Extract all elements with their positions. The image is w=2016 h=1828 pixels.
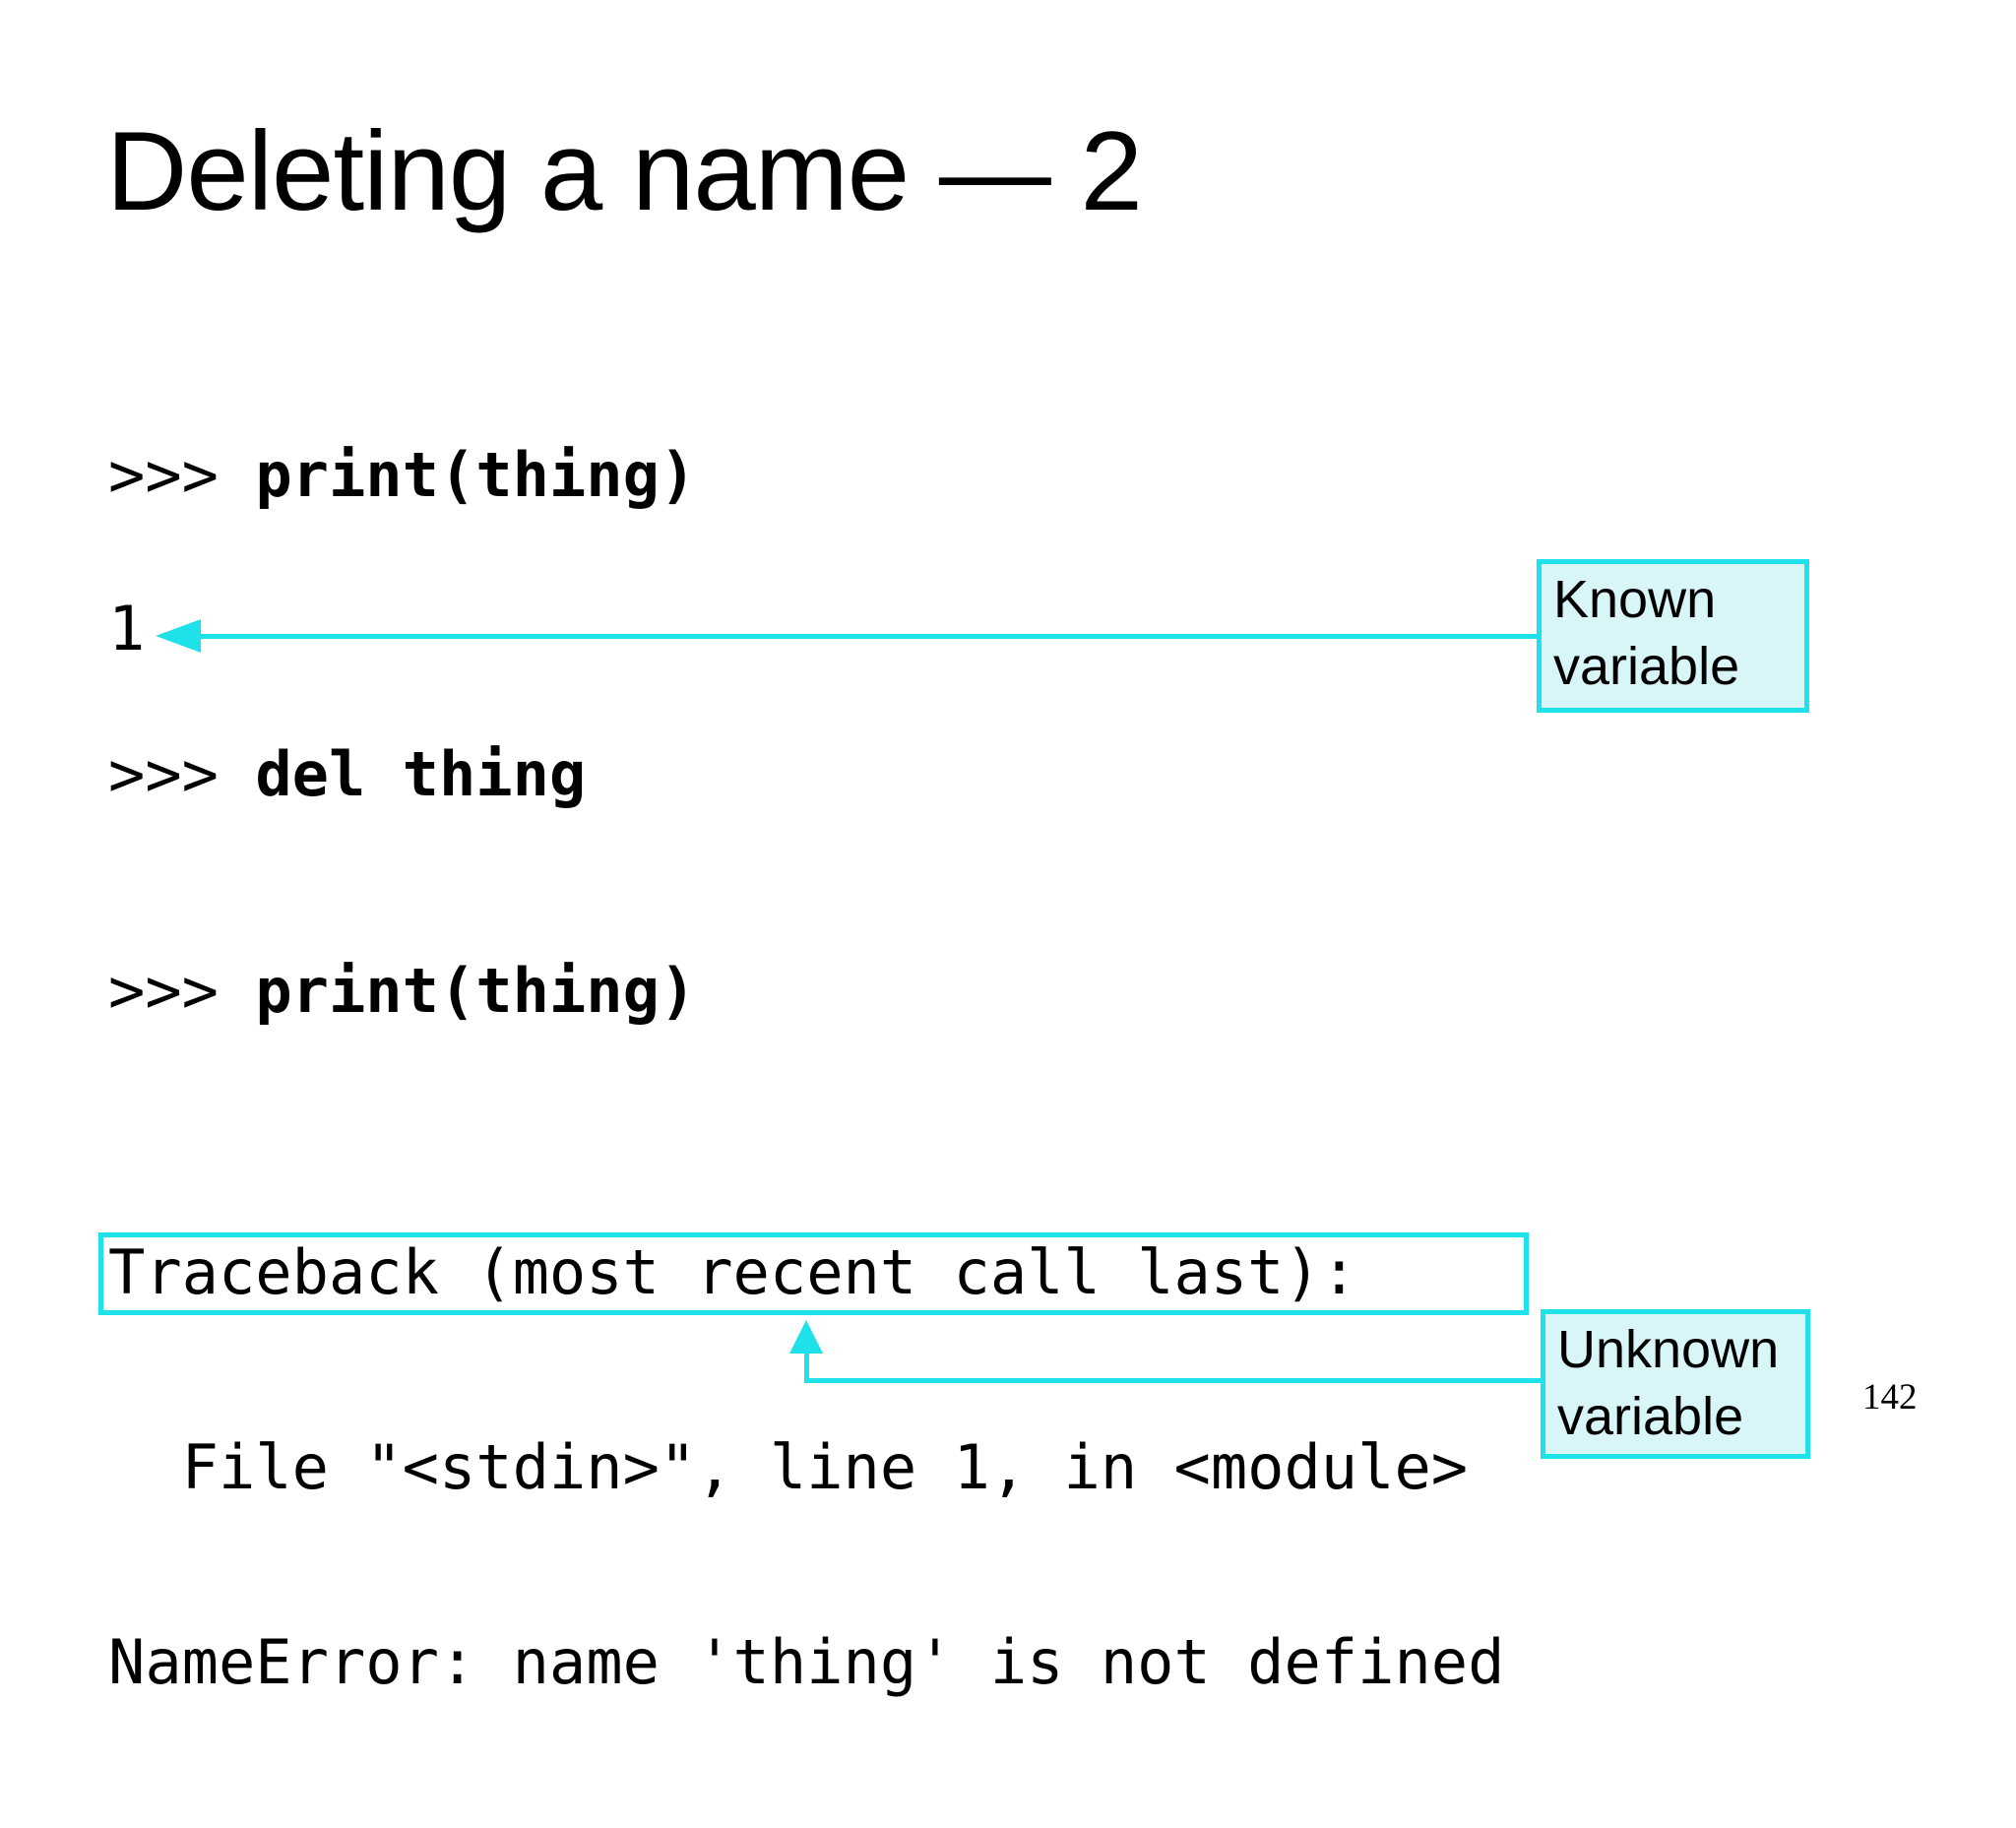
page-number: 142 [1862,1377,1918,1418]
unknown-arrow-horizontal-line [804,1378,1541,1383]
slide: Deleting a name — 2 >>> print(thing) 1 K… [98,109,1918,1695]
repl-prompt: >>> [108,439,256,511]
known-variable-label-line2: variable [1553,637,1740,696]
unknown-arrow-vertical-line [804,1351,809,1383]
arrow-left-icon [156,619,201,653]
print-command-2: print(thing) [255,955,697,1027]
code-line-print-2: >>> print(thing) [108,961,696,1022]
arrow-up-icon [789,1320,823,1354]
code-line-print-1: >>> print(thing) [108,445,696,506]
traceback-block: Traceback (most recent call last): File … [108,1110,1504,1825]
known-variable-label-line1: Known [1553,570,1717,629]
output-value: 1 [108,593,146,664]
known-variable-box: Known variable [1537,559,1809,713]
page-title: Deleting a name — 2 [106,109,1143,234]
traceback-line-3: NameError: name 'thing' is not defined [108,1626,1505,1698]
code-line-del: >>> del thing [108,744,586,805]
unknown-variable-label-line1: Unknown [1557,1320,1780,1379]
unknown-variable-label-line2: variable [1557,1387,1744,1446]
del-command: del thing [255,738,587,810]
repl-prompt: >>> [108,955,256,1027]
known-arrow-line [195,634,1540,639]
traceback-line-2: File "<stdin>", line 1, in <module> [108,1431,1469,1503]
repl-prompt: >>> [108,738,256,810]
nameerror-highlight-box [98,1232,1529,1315]
traceback-line-1: Traceback (most recent call last): [108,1236,1358,1308]
print-command-1: print(thing) [255,439,697,511]
unknown-variable-box: Unknown variable [1541,1309,1810,1459]
